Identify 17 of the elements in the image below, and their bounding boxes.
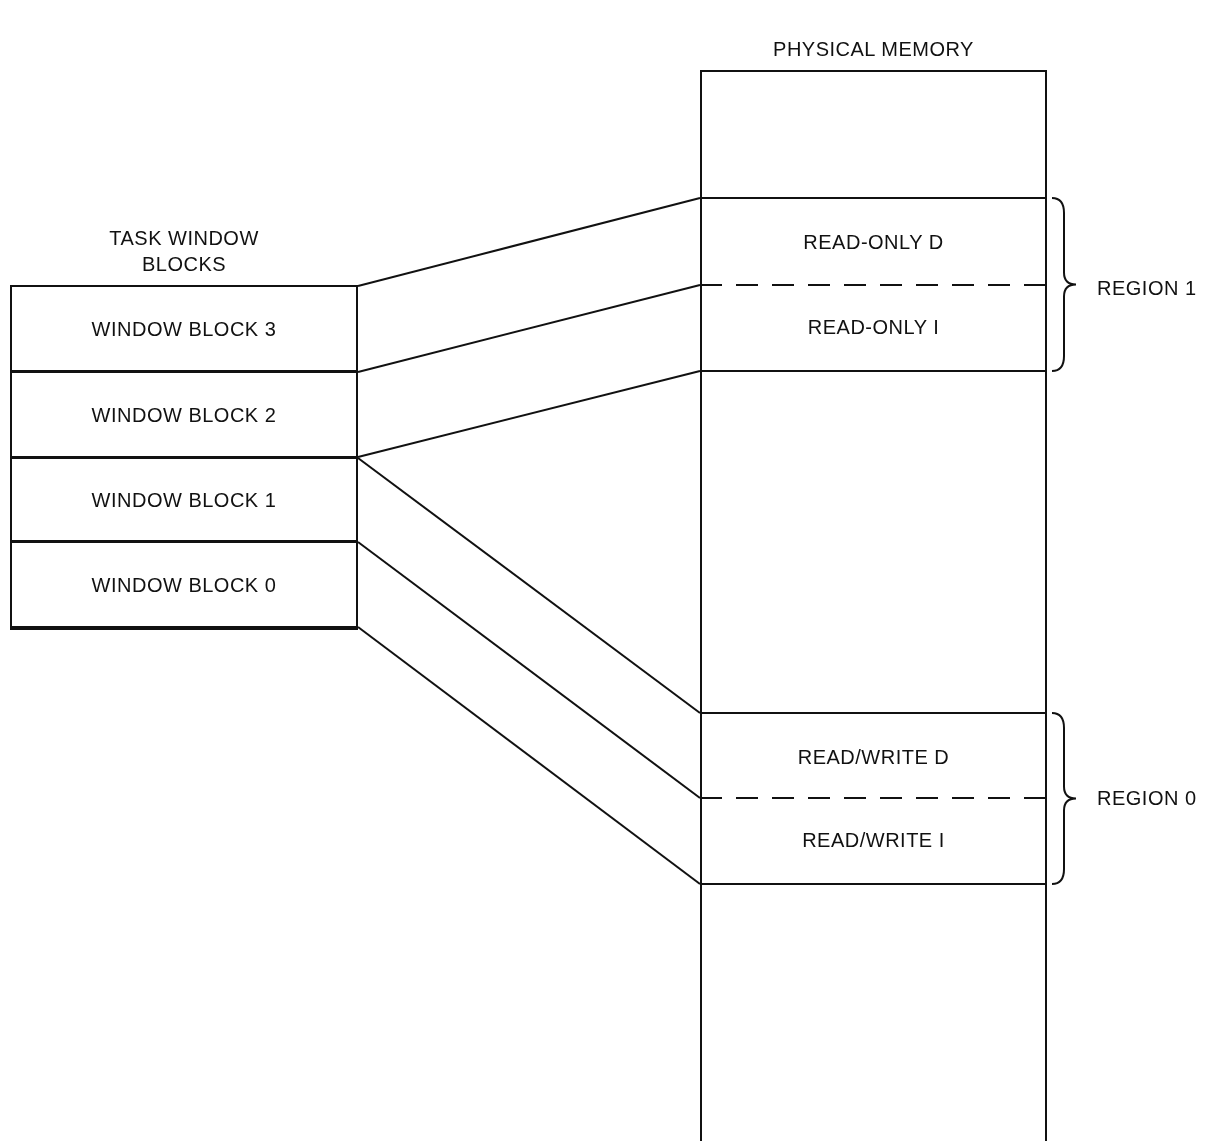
region-label: REGION 0 [1097, 786, 1197, 811]
mapping-line [357, 541, 701, 799]
memory-segment: READ/WRITE I [700, 797, 1047, 885]
mapping-line [357, 197, 701, 287]
window-block: WINDOW BLOCK 2 [10, 371, 358, 458]
memory-segment: READ/WRITE D [700, 712, 1047, 799]
column-heading: TASK WINDOW BLOCKS [108, 226, 260, 277]
window-block: WINDOW BLOCK 1 [10, 457, 358, 542]
memory-segment: READ-ONLY D [700, 197, 1047, 285]
mapping-line [357, 284, 701, 373]
mapping-line [357, 370, 701, 458]
mapping-line [357, 457, 701, 714]
mapping-line [357, 626, 701, 885]
region-label: REGION 1 [1097, 276, 1197, 301]
window-block: WINDOW BLOCK 0 [10, 541, 358, 628]
column-heading: PHYSICAL MEMORY [772, 37, 975, 62]
memory-segment: READ-ONLY I [700, 284, 1047, 372]
